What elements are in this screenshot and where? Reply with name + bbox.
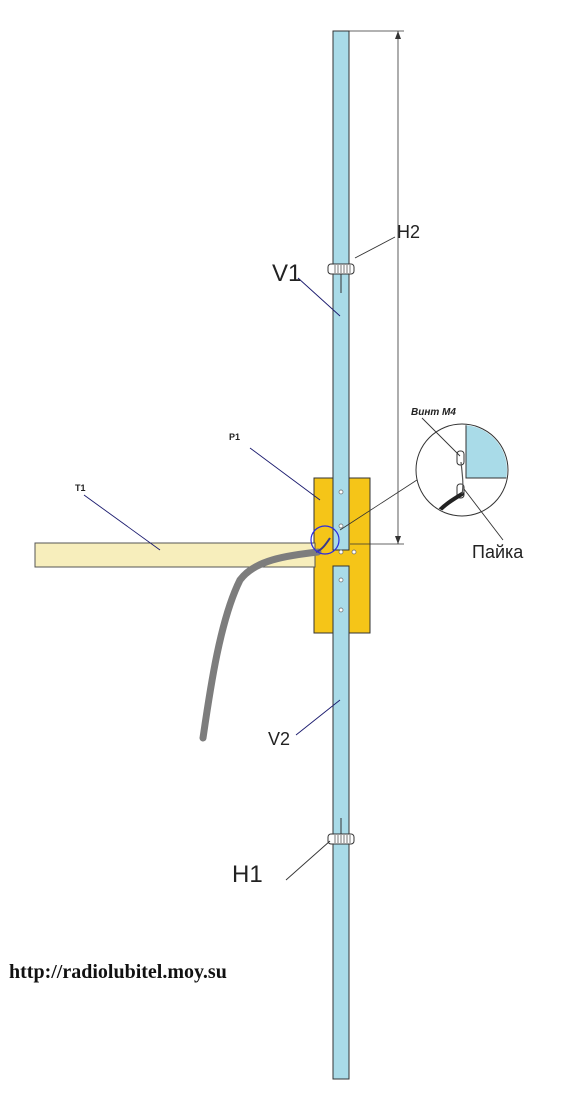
detail-view	[339, 423, 509, 531]
label-p1: P1	[229, 432, 240, 442]
label-t1: T1	[75, 483, 86, 493]
dimension-line	[349, 30, 404, 545]
clamp-h2	[327, 263, 355, 275]
label-v1: V1	[272, 260, 301, 287]
label-v2: V2	[268, 729, 290, 749]
clamp-h1	[327, 833, 355, 845]
label-solder: Пайка	[472, 542, 524, 562]
detail-marker-circle	[310, 525, 340, 555]
label-screw: Винт М4	[411, 407, 456, 418]
leader-h2	[354, 236, 396, 259]
leader-h1	[285, 840, 331, 881]
hole	[338, 549, 344, 555]
leader-solder	[463, 488, 504, 541]
leader-v2	[295, 699, 341, 736]
leader-t1	[83, 494, 161, 551]
leader-screw	[421, 417, 461, 457]
label-h2: H2	[397, 222, 420, 242]
leader-v1	[297, 277, 341, 317]
hole	[351, 549, 357, 555]
coax-cable	[199, 548, 322, 742]
hole	[338, 489, 344, 495]
label-h1: H1	[232, 861, 263, 888]
hole	[338, 607, 344, 613]
leader-p1	[249, 447, 321, 501]
hole	[338, 523, 344, 529]
watermark-url: http://radiolubitel.moy.su	[9, 961, 227, 983]
hole	[338, 577, 344, 583]
